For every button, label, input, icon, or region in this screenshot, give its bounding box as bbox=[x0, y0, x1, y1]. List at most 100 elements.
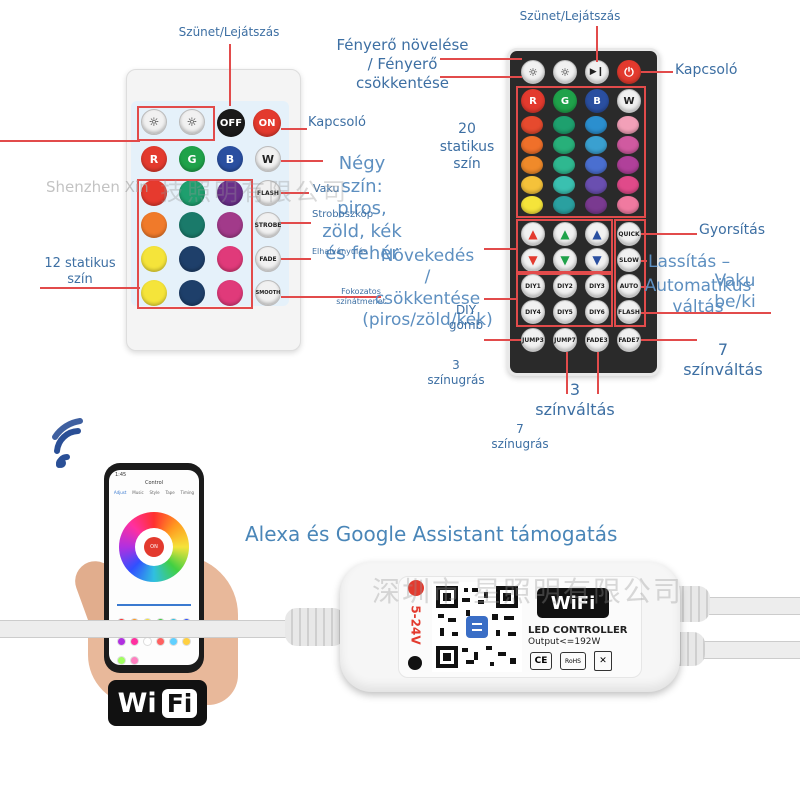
diy2-button[interactable]: DIY2 bbox=[553, 274, 577, 298]
static-color-button[interactable] bbox=[179, 212, 205, 238]
diy3-button[interactable]: DIY3 bbox=[585, 274, 609, 298]
large-static-color-button[interactable] bbox=[617, 176, 639, 194]
large-static-color-button[interactable] bbox=[617, 156, 639, 174]
large-static-color-button[interactable] bbox=[585, 116, 607, 134]
red-button[interactable]: R bbox=[141, 146, 167, 172]
static-color-button[interactable] bbox=[217, 212, 243, 238]
flash-button[interactable]: FLASH bbox=[255, 180, 281, 206]
color-swatch[interactable] bbox=[130, 656, 139, 665]
static-color-button[interactable] bbox=[217, 180, 243, 206]
color-swatch[interactable] bbox=[156, 637, 165, 646]
slow-button[interactable]: SLOW bbox=[617, 248, 641, 272]
static-color-button[interactable] bbox=[179, 180, 205, 206]
static-color-button[interactable] bbox=[141, 246, 167, 272]
quick-button[interactable]: QUICK bbox=[617, 222, 641, 246]
large-static-color-button[interactable] bbox=[585, 176, 607, 194]
diy1-button[interactable]: DIY1 bbox=[521, 274, 545, 298]
jump7-button[interactable]: JUMP7 bbox=[553, 328, 577, 352]
blue-up-button[interactable]: ▲ bbox=[585, 222, 609, 246]
large-static-color-button[interactable] bbox=[617, 196, 639, 214]
large-static-color-button[interactable] bbox=[521, 136, 543, 154]
large-static-color-button[interactable] bbox=[521, 156, 543, 174]
large-static-color-button[interactable] bbox=[585, 196, 607, 214]
large-static-color-button[interactable] bbox=[617, 116, 639, 134]
twenty-static-label: 20 statikus szín bbox=[439, 121, 495, 172]
green-button[interactable]: G bbox=[179, 146, 205, 172]
tab-adjust[interactable]: Adjust bbox=[113, 490, 127, 495]
three-jump-label: 3 színugrás bbox=[427, 358, 485, 387]
tab-timing[interactable]: Timing bbox=[180, 490, 195, 495]
color-swatch[interactable] bbox=[169, 637, 178, 646]
large-static-color-button[interactable] bbox=[553, 116, 575, 134]
large-static-color-button[interactable] bbox=[553, 156, 575, 174]
large-static-color-button[interactable] bbox=[521, 116, 543, 134]
fade3-button[interactable]: FADE3 bbox=[585, 328, 609, 352]
diy4-button[interactable]: DIY4 bbox=[521, 300, 545, 324]
large-red-button[interactable]: R bbox=[521, 89, 545, 113]
tab-style[interactable]: Style bbox=[149, 490, 160, 495]
green-down-button[interactable]: ▼ bbox=[553, 248, 577, 272]
static-color-button[interactable] bbox=[141, 212, 167, 238]
smooth-button[interactable]: SMOOTH bbox=[255, 280, 281, 306]
green-up-button[interactable]: ▲ bbox=[553, 222, 577, 246]
auto-button[interactable]: AUTO bbox=[617, 274, 641, 298]
large-static-color-button[interactable] bbox=[553, 136, 575, 154]
large-pause-play-button[interactable]: ▶❙ bbox=[585, 60, 609, 84]
smooth-label: Fokozatos színátmenet bbox=[336, 287, 386, 306]
color-swatch[interactable] bbox=[117, 656, 126, 665]
on-button[interactable]: ON bbox=[253, 109, 281, 137]
static-color-button[interactable] bbox=[217, 246, 243, 272]
fade-line bbox=[281, 258, 311, 260]
color-swatch[interactable] bbox=[130, 637, 139, 646]
static-color-button[interactable] bbox=[179, 280, 205, 306]
jump3-button[interactable]: JUMP3 bbox=[521, 328, 545, 352]
qr-code[interactable] bbox=[432, 582, 522, 672]
fade-button[interactable]: FADE bbox=[255, 246, 281, 272]
brightness-down-button[interactable]: ☼ bbox=[179, 109, 205, 135]
tab-tape[interactable]: Tape bbox=[165, 490, 175, 495]
top-row-highlight bbox=[137, 106, 215, 141]
strobe-button[interactable]: STROBE bbox=[255, 212, 281, 238]
fade7-button[interactable]: FADE7 bbox=[617, 328, 641, 352]
large-blue-button[interactable]: B bbox=[585, 89, 609, 113]
blue-button[interactable]: B bbox=[217, 146, 243, 172]
wifi-brand-label: WiFi bbox=[550, 592, 596, 614]
static-color-button[interactable] bbox=[141, 180, 167, 206]
large-static-color-button[interactable] bbox=[521, 196, 543, 214]
red-down-button[interactable]: ▼ bbox=[521, 248, 545, 272]
large-static-color-button[interactable] bbox=[585, 156, 607, 174]
color-swatch[interactable] bbox=[143, 637, 152, 646]
color-swatch[interactable] bbox=[117, 637, 126, 646]
speed-highlight bbox=[614, 219, 646, 327]
seven-change-label: 7 színváltás bbox=[683, 340, 763, 379]
large-static-color-button[interactable] bbox=[617, 136, 639, 154]
jump3-line bbox=[484, 339, 521, 341]
tab-music[interactable]: Music bbox=[132, 490, 144, 495]
static-color-button[interactable] bbox=[179, 246, 205, 272]
large-flash-button[interactable]: FLASH bbox=[617, 300, 641, 324]
large-static-color-button[interactable] bbox=[553, 196, 575, 214]
large-static-color-button[interactable] bbox=[521, 176, 543, 194]
static-color-button[interactable] bbox=[217, 280, 243, 306]
brightness-up-button[interactable]: ☼ bbox=[141, 109, 167, 135]
reset-button-icon[interactable] bbox=[408, 580, 424, 596]
large-green-button[interactable]: G bbox=[553, 89, 577, 113]
large-brightness-down-button[interactable]: ☼ bbox=[553, 60, 577, 84]
on-toggle[interactable]: ON bbox=[144, 537, 164, 557]
off-button[interactable]: OFF bbox=[217, 109, 245, 137]
diy5-button[interactable]: DIY5 bbox=[553, 300, 577, 324]
large-brightness-up-button[interactable]: ☼ bbox=[521, 60, 545, 84]
large-white-button[interactable]: W bbox=[617, 89, 641, 113]
large-static-color-button[interactable] bbox=[553, 176, 575, 194]
cable-left bbox=[0, 620, 360, 638]
large-static-color-button[interactable] bbox=[585, 136, 607, 154]
color-swatch[interactable] bbox=[182, 637, 191, 646]
brightness-slider[interactable] bbox=[117, 604, 191, 606]
large-power-button[interactable]: ⏻ bbox=[617, 60, 641, 84]
static-color-button[interactable] bbox=[141, 280, 167, 306]
tab-bar: Adjust Music Style Tape Timing bbox=[111, 490, 197, 495]
white-button[interactable]: W bbox=[255, 146, 281, 172]
red-up-button[interactable]: ▲ bbox=[521, 222, 545, 246]
diy6-button[interactable]: DIY6 bbox=[585, 300, 609, 324]
mode-button-icon[interactable] bbox=[408, 656, 422, 670]
